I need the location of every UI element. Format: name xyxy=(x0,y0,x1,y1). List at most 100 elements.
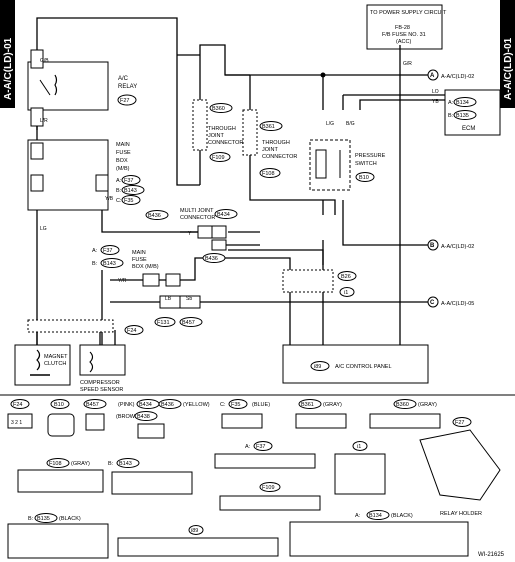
power-supply-line1: FB-28 xyxy=(395,25,410,31)
wire-label-yb: Y/B xyxy=(105,196,114,202)
main-fuse-pref-c: C: xyxy=(116,198,122,204)
off-page-c: C A-A/C(LD)-05 xyxy=(427,296,474,308)
main-fuse-label1: MAIN xyxy=(116,142,130,148)
joint-connector-2: B361 THROUGH JOINT CONNECTOR F108 xyxy=(242,109,297,178)
legend-a-pref: A: xyxy=(245,444,251,450)
figure-code: WI-21625 xyxy=(478,552,505,558)
joint2-label3: CONNECTOR xyxy=(262,154,297,160)
legend-gray: (GRAY) xyxy=(323,402,342,408)
legend-b360: B360 xyxy=(396,402,409,408)
wire-label-bg: B/G xyxy=(346,121,355,127)
conn-b457: B457 xyxy=(182,320,195,326)
mfb2-pref-b: B: xyxy=(92,261,98,267)
pressure-switch: PRESSURE SWITCH B10 xyxy=(309,139,386,191)
power-supply-line3: (ACC) xyxy=(396,39,411,45)
wire-labels: G/B L/R LG Y/B Y Y/R LB Sb G/R LO YB L/G… xyxy=(40,58,439,302)
mfb2-conn-a: F37 xyxy=(103,248,112,254)
ac-relay-label1: A/C xyxy=(118,76,129,82)
side-tab-right xyxy=(500,0,515,108)
side-tab-left xyxy=(0,0,15,108)
legend-a-pref2: A: xyxy=(355,513,361,519)
joint1-conn2: F109 xyxy=(212,155,225,161)
joint-connector-1: B360 THROUGH JOINT CONNECTOR F109 xyxy=(192,99,243,162)
legend-b436: B436 xyxy=(161,402,174,408)
mfb2-pref-a: A: xyxy=(92,248,98,254)
wire-label-yr: Y/R xyxy=(118,278,127,284)
legend-f37: F37 xyxy=(256,444,265,450)
wire-label-gb: G/B xyxy=(40,58,49,64)
legend-b434: B434 xyxy=(139,402,152,408)
magnet-clutch-label1: MAGNET xyxy=(44,354,68,360)
off-page-a-label: A-A/C(LD)-02 xyxy=(441,74,474,80)
legend-blue: (BLUE) xyxy=(252,402,270,408)
wire-label-gr: G/R xyxy=(403,61,412,67)
ac-control-panel: i89 A/C CONTROL PANEL xyxy=(282,344,429,384)
svg-text:C: C xyxy=(430,300,435,306)
wire-label-lgr: L/G xyxy=(326,121,334,127)
power-supply-box: TO POWER SUPPLY CIRCUIT FB-28 F/B FUSE N… xyxy=(366,4,447,50)
legend-yellow: (YELLOW) xyxy=(183,402,210,408)
off-page-b-label: A-A/C(LD)-02 xyxy=(441,244,474,250)
legend-b135: B135 xyxy=(37,516,50,522)
legend-b-pref2: B: xyxy=(28,516,34,522)
ecm-pref-a: A: xyxy=(448,100,454,106)
main-fuse-label3: BOX xyxy=(116,158,128,164)
legend-pink: (PINK) xyxy=(118,402,135,408)
legend-c-pref: C: xyxy=(220,402,226,408)
mfb2-label1: MAIN xyxy=(132,250,146,256)
main-fuse-box: MAIN FUSE BOX (M/B) A: F37 B: B143 C: F3… xyxy=(27,139,145,211)
multi-joint-connector: MULTI JOINT CONNECTOR B436 B434 B436 xyxy=(145,208,238,263)
main-fuse-label2: FUSE xyxy=(116,150,131,156)
main-fuse-label4: (M/B) xyxy=(116,166,130,172)
power-supply-line2: F/B FUSE NO. 31 xyxy=(382,32,426,38)
main-fuse-pref-a: A: xyxy=(116,178,122,184)
ac-relay: A/C RELAY F27 xyxy=(27,49,137,127)
main-fuse-conn-c: F35 xyxy=(124,198,133,204)
legend-relay-holder: RELAY HOLDER xyxy=(440,511,482,517)
legend-black2: (BLACK) xyxy=(391,513,413,519)
legend-f24: F24 xyxy=(13,402,22,408)
multi-joint-label2: CONNECTOR xyxy=(180,215,215,221)
joint2-conn: B361 xyxy=(262,124,275,130)
ecm-label: ECM xyxy=(462,126,475,132)
joint1-label1: THROUGH xyxy=(208,126,236,132)
legend-f27: F27 xyxy=(455,420,464,426)
connector-b26: B26 i1 xyxy=(282,269,357,297)
legend-b143: B143 xyxy=(119,461,132,467)
legend-gray3: (GRAY) xyxy=(71,461,90,467)
ac-panel-label: A/C CONTROL PANEL xyxy=(335,364,392,370)
conn-i1: i1 xyxy=(344,290,348,296)
conn-b26: B26 xyxy=(341,274,351,280)
magnet-clutch-label2: CLUTCH xyxy=(44,361,66,367)
main-fuse-conn-b: B143 xyxy=(124,188,137,194)
ecm-conn-b: B135 xyxy=(456,113,469,119)
wire-label-lb: LB xyxy=(165,296,172,302)
main-fuse-box-2: A: F37 B: B143 MAIN FUSE BOX (M/B) xyxy=(92,245,181,287)
multi-joint-conn2: B434 xyxy=(217,212,230,218)
wire-label-lr: L/R xyxy=(40,118,48,124)
legend-b457: B457 xyxy=(86,402,99,408)
wire-label-sb: Sb xyxy=(186,296,192,302)
legend-black: (BLACK) xyxy=(59,516,81,522)
mfb2-label2: FUSE xyxy=(132,257,147,263)
comp-sensor-label1: COMPRESSOR xyxy=(80,380,120,386)
wire-label-yb2: YB xyxy=(432,99,439,105)
mfb2-conn-b: B143 xyxy=(103,261,116,267)
off-page-c-label: A-A/C(LD)-05 xyxy=(441,301,474,307)
junction-dot xyxy=(320,72,326,78)
ac-relay-conn: F27 xyxy=(120,98,129,104)
wire-label-lg: LG xyxy=(40,226,47,232)
side-tab-right-label: A-A/C(LD)-01 xyxy=(503,37,514,100)
legend-f108: F108 xyxy=(49,461,62,467)
f24-connector: F24 xyxy=(27,319,144,335)
multi-joint-conn3: B436 xyxy=(205,256,218,262)
pressure-switch-label2: SWITCH xyxy=(355,161,377,167)
svg-text:B: B xyxy=(430,243,435,249)
legend-gray2: (GRAY) xyxy=(418,402,437,408)
pressure-switch-conn: B10 xyxy=(359,175,369,181)
legend-b134: B134 xyxy=(369,513,382,519)
legend-b361: B361 xyxy=(301,402,314,408)
comp-sensor-label2: SPEED SENSOR xyxy=(80,387,123,393)
legend-i89: i89 xyxy=(191,528,198,534)
